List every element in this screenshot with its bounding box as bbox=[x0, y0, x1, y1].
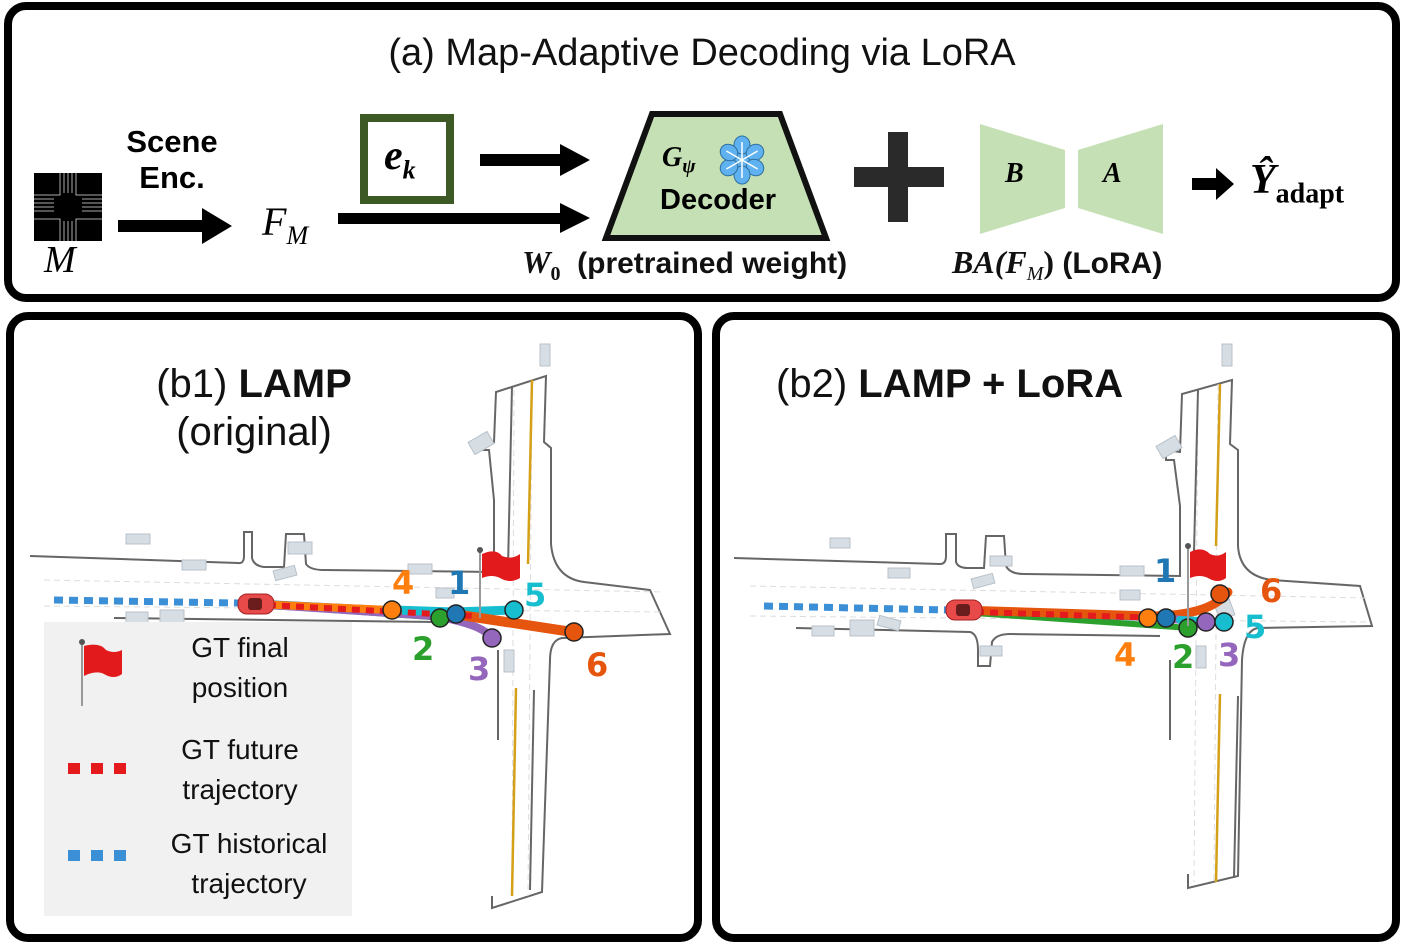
b2-mode-label-1: 1 bbox=[1154, 552, 1177, 590]
blue-dotted-line-icon bbox=[68, 850, 126, 861]
b1-endpoint-1 bbox=[446, 604, 466, 624]
panel-b2-lamp-lora: (b2) LAMP + LoRA 1 2 3 4 5 6 bbox=[712, 312, 1400, 942]
b2-endpoint-5 bbox=[1214, 612, 1234, 632]
b1-mode-label-3: 3 bbox=[468, 650, 491, 688]
lora-a-label: A bbox=[1103, 158, 1122, 189]
snowflake-icon bbox=[719, 135, 765, 185]
feature-symbol: FM bbox=[262, 199, 309, 250]
b2-title: (b2) LAMP + LoRA bbox=[776, 362, 1124, 406]
b2-endpoint-4 bbox=[1138, 608, 1158, 628]
b1-endpoints bbox=[382, 600, 584, 648]
b1-obstacles bbox=[125, 343, 551, 673]
lora-b-label: B bbox=[1005, 158, 1024, 189]
lora-caption: BA(FM) (LoRA) bbox=[952, 244, 1163, 285]
pretrained-weight-caption: W0 (pretrained weight) bbox=[522, 244, 848, 285]
b1-map bbox=[29, 343, 672, 910]
b2-lane-divider-north bbox=[1193, 389, 1199, 553]
b1-mode-label-4: 4 bbox=[392, 564, 415, 602]
arrow-encoder bbox=[118, 208, 232, 244]
map-thumbnail bbox=[34, 173, 102, 241]
scene-encoder-label-line2: Enc. bbox=[139, 160, 205, 195]
b1-title-line2: (original) bbox=[176, 410, 332, 454]
b2-road-edges bbox=[733, 378, 1374, 890]
b2-obstacles bbox=[811, 343, 1236, 669]
scene-encoder-label: Scene Enc. bbox=[120, 124, 224, 196]
b1-title: (b1) LAMP (original) bbox=[134, 360, 374, 456]
panel-a-title: (a) Map-Adaptive Decoding via LoRA bbox=[388, 32, 1016, 74]
embedding-symbol: ek bbox=[384, 133, 416, 185]
b2-mode-label-6: 6 bbox=[1260, 572, 1283, 610]
b2-mode-label-2: 2 bbox=[1172, 638, 1195, 676]
b2-mode-label-3: 3 bbox=[1218, 636, 1241, 674]
plus-icon bbox=[854, 132, 944, 222]
arrow-feature-to-decoder bbox=[338, 203, 590, 233]
b2-endpoint-6 bbox=[1210, 584, 1230, 604]
lora-b-block bbox=[980, 124, 1065, 234]
b1-yellow-line-north bbox=[526, 379, 534, 565]
decoder-label: Decoder bbox=[660, 184, 777, 216]
scene-encoder-label-line1: Scene bbox=[126, 124, 218, 159]
b1-endpoint-3 bbox=[482, 628, 502, 648]
b2-endpoints bbox=[1138, 584, 1234, 638]
flag-icon bbox=[79, 639, 122, 706]
b2-yellow-line-south bbox=[1214, 693, 1222, 883]
b1-mode-label-5: 5 bbox=[524, 576, 547, 614]
b1-mode-label-1: 1 bbox=[448, 564, 471, 602]
legend-icons bbox=[68, 639, 126, 861]
b2-endpoint-3 bbox=[1196, 612, 1216, 632]
map-thumbnail-lines bbox=[34, 173, 102, 241]
b2-mode-label-5: 5 bbox=[1244, 608, 1267, 646]
b1-gt-final-position-flag bbox=[477, 547, 520, 618]
b1-ego-vehicle bbox=[237, 593, 275, 615]
map-symbol: M bbox=[44, 239, 76, 281]
b1-lane-divider-north bbox=[507, 385, 513, 569]
b1-endpoint-4 bbox=[382, 600, 402, 620]
b1-gt-historical-trajectory bbox=[53, 596, 239, 607]
b1-mode-label-6: 6 bbox=[586, 646, 609, 684]
b1-endpoint-6 bbox=[564, 622, 584, 642]
arrow-embedding-to-decoder bbox=[480, 144, 590, 176]
lora-a-block bbox=[1078, 124, 1163, 234]
panel-b1-lamp-original: (b1) LAMP (original) 1 2 3 4 5 6 GT fina… bbox=[6, 312, 702, 942]
panel-a-arrows bbox=[118, 111, 1234, 244]
red-dotted-line-icon bbox=[68, 763, 126, 774]
embedding-box: ek bbox=[360, 114, 454, 204]
b2-endpoint-1 bbox=[1156, 608, 1176, 628]
b1-endpoint-2 bbox=[430, 608, 450, 628]
decoder-symbol: Gψ bbox=[662, 142, 696, 178]
panel-a-map-adaptive-decoding: (a) Map-Adaptive Decoding via LoRA M Sce… bbox=[4, 2, 1400, 302]
b1-mode-label-2: 2 bbox=[412, 630, 435, 668]
b2-lane-lines bbox=[749, 383, 1369, 883]
b1-title-line1: (b1) LAMP bbox=[156, 362, 352, 406]
b2-gt-final-position-flag bbox=[1185, 543, 1226, 626]
decoder-trapezoid bbox=[601, 111, 831, 241]
b1-trajectory-mode-6 bbox=[449, 609, 577, 637]
b1-yellow-line-south bbox=[510, 687, 518, 897]
b1-lane-divider-south bbox=[529, 689, 535, 891]
arrow-output bbox=[1192, 168, 1234, 200]
b2-lane-divider-south bbox=[1233, 695, 1239, 879]
output-symbol: Ŷadapt bbox=[1250, 157, 1345, 210]
b2-ego-vehicle bbox=[945, 599, 983, 621]
b1-endpoint-5 bbox=[504, 600, 524, 620]
b2-map bbox=[733, 343, 1374, 890]
b2-mode-label-4: 4 bbox=[1114, 636, 1137, 674]
b2-gt-historical-trajectory bbox=[763, 602, 949, 614]
b2-gt-future-trajectory bbox=[975, 609, 1161, 621]
b2-yellow-line-north bbox=[1214, 383, 1222, 547]
